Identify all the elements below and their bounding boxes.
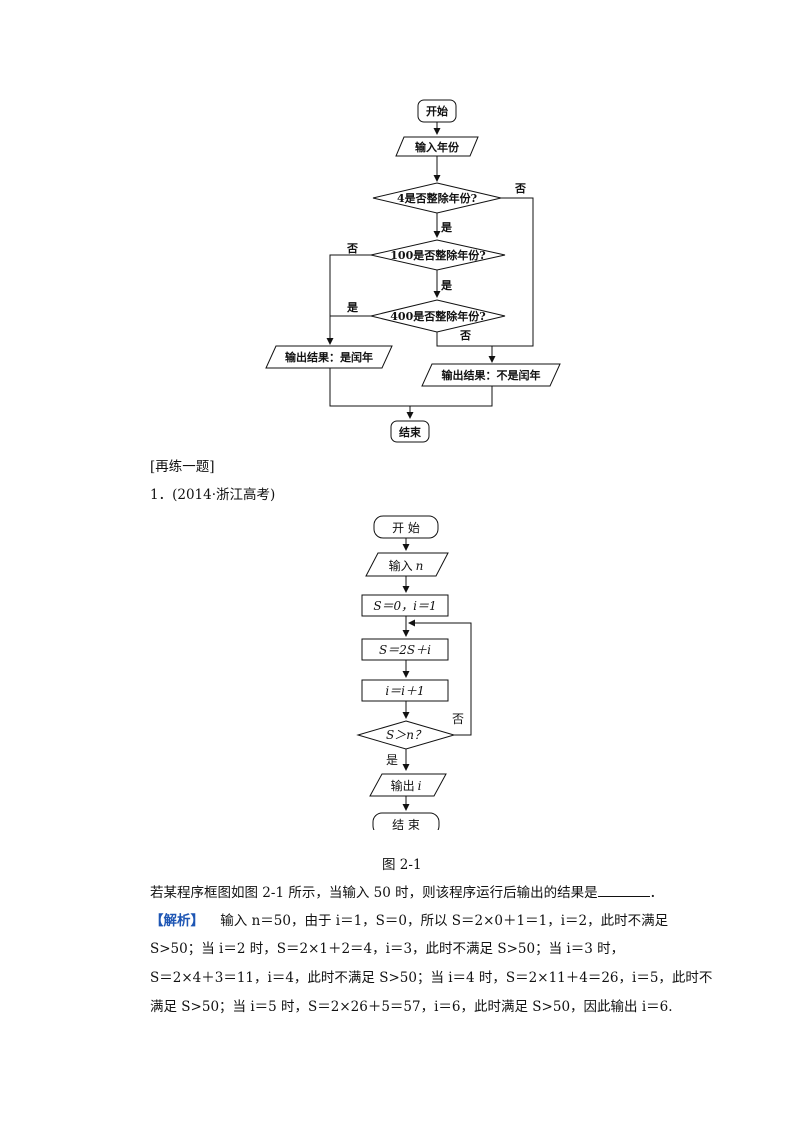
step-s-node: [361, 638, 449, 661]
analysis-text: 输入 n＝50，由于 i＝1，S＝0，所以 S＝2×0＋1＝1，i＝2，此时不满…: [220, 913, 669, 929]
figure-caption: 图 2-1: [382, 857, 422, 873]
input-node: [395, 136, 479, 157]
decision-label-400: 400是否整除年份?: [390, 309, 485, 323]
analysis-line-3: S＝2×4＋3＝11，i＝4，此时不满足 S>50；当 i＝4 时，S＝2×11…: [150, 970, 713, 986]
branch-no-label: 否: [346, 242, 358, 255]
analysis-line-2: S>50；当 i＝2 时，S＝2×1＋2＝4，i＝3，此时不满足 S>50；当 …: [150, 941, 625, 957]
branch-yes-label: 是: [386, 753, 398, 767]
question-header: 1．(2014·浙江高考): [150, 487, 276, 503]
branch-yes-label: 是: [346, 301, 359, 314]
step-s-label: S＝2S＋i: [379, 643, 431, 657]
output-not-leap-node: [421, 363, 561, 387]
decision-label: S＞n？: [386, 728, 426, 742]
question-text: 若某程序框图如图 2-1 所示，当输入 50 时，则该程序运行后输出的结果是 ．: [150, 881, 663, 901]
decision-label-4: 4是否整除年份?: [397, 191, 477, 205]
branch-no-label: 否: [452, 712, 464, 726]
branch-yes-label: 是: [440, 279, 453, 292]
analysis-line-4: 满足 S>50；当 i＝5 时，S＝2×26＋5＝57，i＝6，此时满足 S>5…: [150, 999, 673, 1015]
branch-yes-label: 是: [440, 221, 453, 234]
analysis-line-1: 【解析】 输入 n＝50，由于 i＝1，S＝0，所以 S＝2×0＋1＝1，i＝2…: [150, 909, 668, 929]
question-end: ．: [649, 885, 664, 901]
output-not-leap-label: 输出结果：不是闰年: [442, 368, 541, 382]
branch-no-label: 否: [514, 182, 526, 195]
start-label: 开 始: [392, 521, 420, 535]
init-label: S＝0，i＝1: [373, 599, 436, 613]
init-node: [361, 594, 449, 617]
analysis-label: 【解析】: [150, 913, 204, 929]
question-body: 若某程序框图如图 2-1 所示，当输入 50 时，则该程序运行后输出的结果是: [150, 885, 598, 901]
section-label: [再练一题]: [150, 459, 215, 475]
step-i-node: [361, 679, 449, 702]
input-node: [365, 552, 449, 577]
answer-blank: [597, 884, 650, 897]
output-leap-label: 输出结果：是闰年: [285, 350, 373, 364]
output-node: [369, 773, 447, 797]
decision-label-100: 100是否整除年份?: [390, 248, 485, 262]
output-leap-node: [265, 345, 393, 369]
start-label: 开始: [426, 104, 448, 118]
step-i-label: i＝i＋1: [385, 684, 424, 698]
end-node: [372, 812, 440, 830]
branch-no-label: 否: [459, 329, 471, 342]
end-label: 结束: [398, 425, 422, 439]
input-label: 输入年份: [415, 140, 460, 154]
flowchart-leap-year: 开始 输入年份 4是否整除年份? 否 是 100是否整除年份? 否 是 400是…: [265, 99, 561, 443]
end-label: 结 束: [392, 818, 420, 830]
end-node: [390, 420, 430, 443]
